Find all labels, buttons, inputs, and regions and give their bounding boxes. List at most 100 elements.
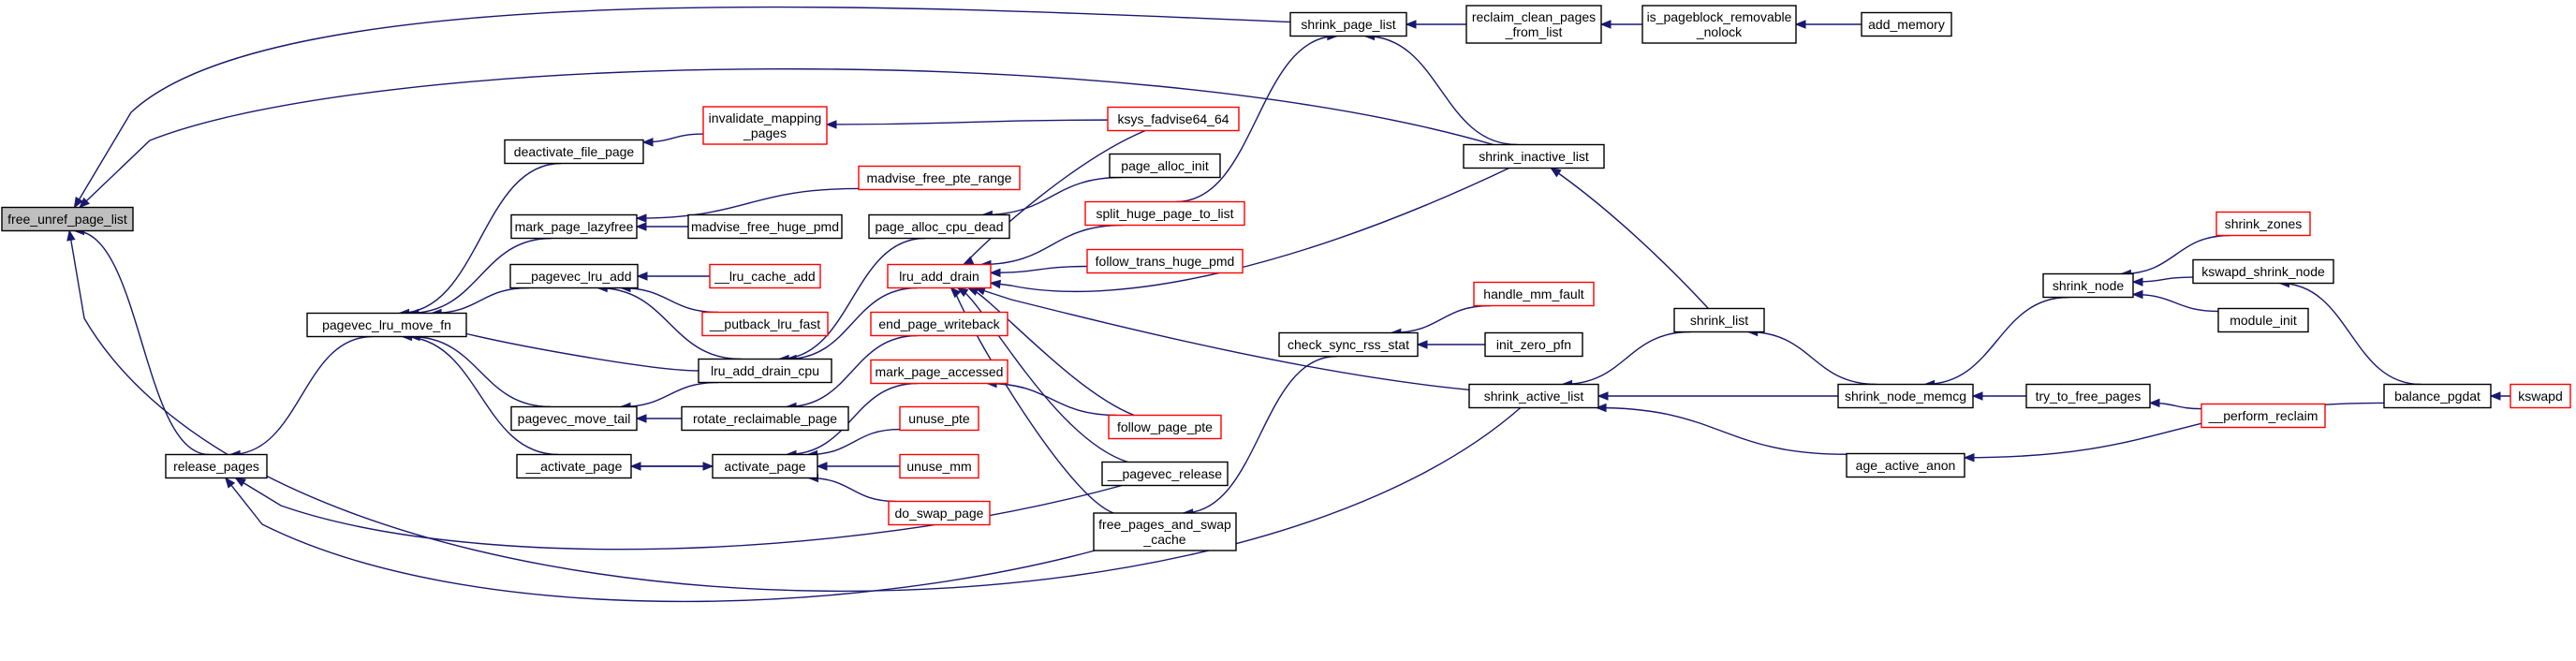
node-label: unuse_mm bbox=[906, 459, 971, 474]
node-label: module_init bbox=[2230, 313, 2297, 328]
node-free-pages-and-swap-cache[interactable]: free_pages_and_swap_cache bbox=[1093, 512, 1237, 551]
call-edge bbox=[1597, 391, 1838, 401]
node-try-to-free-pages[interactable]: try_to_free_pages bbox=[2025, 383, 2151, 409]
call-edge bbox=[228, 335, 373, 460]
call-edge bbox=[631, 462, 714, 471]
node-label: split_huge_page_to_list bbox=[1096, 206, 1233, 221]
node-rotate-reclaimable-page[interactable]: rotate_reclaimable_page bbox=[681, 405, 849, 432]
call-edge bbox=[635, 414, 682, 423]
node-free-unref-page-list: free_unref_page_list bbox=[1, 206, 134, 232]
call-edge bbox=[1595, 403, 1847, 455]
node-label: __activate_page bbox=[525, 459, 623, 474]
node-shrink-node-memcg[interactable]: shrink_node_memcg bbox=[1837, 383, 1974, 409]
call-edge bbox=[449, 325, 699, 372]
node-release-pages[interactable]: release_pages bbox=[165, 453, 268, 479]
call-edge bbox=[398, 162, 562, 318]
node-label: __lru_cache_add bbox=[714, 269, 815, 284]
node-perform-reclaim[interactable]: __perform_reclaim bbox=[2201, 403, 2326, 429]
node-label: balance_pgdat bbox=[2394, 389, 2480, 404]
node-label: mark_page_lazyfree bbox=[515, 219, 634, 234]
node-module-init[interactable]: module_init bbox=[2217, 307, 2309, 333]
node-unuse-pte[interactable]: unuse_pte bbox=[899, 405, 979, 432]
node-label: reclaim_clean_pages bbox=[1472, 9, 1596, 24]
node-label: age_active_anon bbox=[1856, 458, 1956, 473]
node-activate-page[interactable]: activate_page bbox=[712, 453, 818, 479]
node-shrink-active-list[interactable]: shrink_active_list bbox=[1468, 383, 1599, 409]
call-edge bbox=[1794, 20, 1862, 29]
node-kswapd-shrink-node[interactable]: kswapd_shrink_node bbox=[2192, 258, 2334, 285]
node-follow-trans-huge-pmd[interactable]: follow_trans_huge_pmd bbox=[1086, 248, 1244, 274]
node-mark-page-lazyfree[interactable]: mark_page_lazyfree bbox=[510, 213, 638, 240]
node-label: lru_add_drain bbox=[899, 269, 979, 284]
call-edge bbox=[985, 378, 1117, 417]
call-edge bbox=[73, 6, 1291, 209]
node-pagevec-move-tail[interactable]: pagevec_move_tail bbox=[510, 405, 638, 432]
node-page-alloc-init[interactable]: page_alloc_init bbox=[1109, 153, 1221, 179]
node-shrink-node[interactable]: shrink_node bbox=[2042, 272, 2134, 299]
call-edge bbox=[225, 477, 1096, 603]
node-ksys-fadvise64-64[interactable]: ksys_fadvise64_64 bbox=[1107, 106, 1240, 132]
node-label: invalidate_mapping bbox=[709, 110, 822, 125]
node-label: __putback_lru_fast bbox=[709, 316, 820, 331]
node-label: handle_mm_fault bbox=[1483, 286, 1584, 301]
node-add-memory[interactable]: add_memory bbox=[1861, 11, 1952, 37]
node-shrink-list[interactable]: shrink_list bbox=[1673, 307, 1765, 333]
node-shrink-zones[interactable]: shrink_zones bbox=[2215, 211, 2311, 237]
node-mark-page-accessed[interactable]: mark_page_accessed bbox=[870, 359, 1008, 385]
call-edge bbox=[956, 286, 1128, 463]
node-label: add_memory bbox=[1868, 17, 1945, 32]
node-shrink-inactive-list[interactable]: shrink_inactive_list bbox=[1463, 143, 1605, 169]
node-kswapd[interactable]: kswapd bbox=[2510, 383, 2571, 409]
call-edge bbox=[2131, 276, 2194, 286]
node-label: free_pages_and_swap bbox=[1098, 517, 1231, 532]
call-edge bbox=[79, 67, 1494, 209]
node-end-page-writeback[interactable]: end_page_writeback bbox=[870, 311, 1008, 337]
node-deactivate-file-page[interactable]: deactivate_file_page bbox=[504, 139, 644, 165]
node-lru-cache-add[interactable]: __lru_cache_add bbox=[709, 263, 821, 289]
node-age-active-anon[interactable]: age_active_anon bbox=[1846, 452, 1965, 478]
node-shrink-page-list[interactable]: shrink_page_list bbox=[1289, 11, 1407, 37]
call-nodes: free_unref_page_list release_pages pagevec… bbox=[1, 5, 2571, 551]
node-handle-mm-fault[interactable]: handle_mm_fault bbox=[1473, 281, 1595, 307]
node-lru-add-drain[interactable]: lru_add_drain bbox=[887, 263, 992, 289]
node-label: end_page_writeback bbox=[878, 316, 1000, 331]
node-check-sync-rss-stat[interactable]: check_sync_rss_stat bbox=[1278, 331, 1419, 358]
node-label: madvise_free_huge_pmd bbox=[691, 219, 839, 234]
node-invalidate-mapping-pages[interactable]: invalidate_mapping_pages bbox=[702, 106, 828, 145]
node-pagevec-lru-move-fn[interactable]: pagevec_lru_move_fn bbox=[306, 312, 467, 338]
call-edge bbox=[825, 119, 1109, 129]
node-madvise-free-huge-pmd[interactable]: madvise_free_huge_pmd bbox=[687, 213, 843, 240]
node-label: __pagevec_release bbox=[1107, 466, 1222, 481]
node-lru-add-drain-cpu[interactable]: lru_add_drain_cpu bbox=[698, 358, 832, 384]
node-label: pagevec_lru_move_fn bbox=[322, 317, 451, 332]
node-pagevec-lru-add[interactable]: __pagevec_lru_add bbox=[509, 263, 639, 289]
node-activate-page[interactable]: __activate_page bbox=[516, 453, 632, 479]
node-madvise-free-pte-range[interactable]: madvise_free_pte_range bbox=[858, 165, 1021, 191]
node-follow-page-pte[interactable]: follow_page_pte bbox=[1108, 414, 1222, 440]
node-label: kswapd_shrink_node bbox=[2201, 264, 2325, 279]
call-edge bbox=[1923, 296, 2069, 389]
call-edge bbox=[989, 265, 1088, 278]
node-balance-pgdat[interactable]: balance_pgdat bbox=[2383, 383, 2492, 409]
node-init-zero-pfn[interactable]: init_zero_pfn bbox=[1484, 331, 1583, 358]
call-edge bbox=[1416, 340, 1485, 349]
node-label: shrink_zones bbox=[2225, 216, 2303, 231]
node-pagevec-release[interactable]: __pagevec_release bbox=[1101, 461, 1229, 487]
node-do-swap-page[interactable]: do_swap_page bbox=[888, 500, 991, 526]
node-label: _from_list bbox=[1505, 24, 1563, 39]
node-label: try_to_free_pages bbox=[2036, 389, 2142, 404]
node-unuse-mm[interactable]: unuse_mm bbox=[899, 453, 979, 479]
call-edge bbox=[1971, 391, 2026, 401]
node-label: follow_page_pte bbox=[1117, 419, 1213, 434]
node-label: _nolock bbox=[1696, 24, 1743, 39]
node-label: page_alloc_cpu_dead bbox=[875, 219, 1003, 234]
call-edge bbox=[989, 167, 1509, 293]
node-label: shrink_node bbox=[2053, 278, 2124, 293]
node-reclaim-clean-pages-from-list[interactable]: reclaim_clean_pages_from_list bbox=[1465, 5, 1602, 44]
node-is-pageblock-removable-nolock[interactable]: is_pageblock_removable_nolock bbox=[1641, 5, 1797, 44]
node-label: release_pages bbox=[173, 459, 259, 474]
node-split-huge-page-to-list[interactable]: split_huge_page_to_list bbox=[1084, 200, 1245, 227]
node-putback-lru-fast[interactable]: __putback_lru_fast bbox=[701, 311, 829, 337]
node-page-alloc-cpu-dead[interactable]: page_alloc_cpu_dead bbox=[868, 213, 1010, 240]
